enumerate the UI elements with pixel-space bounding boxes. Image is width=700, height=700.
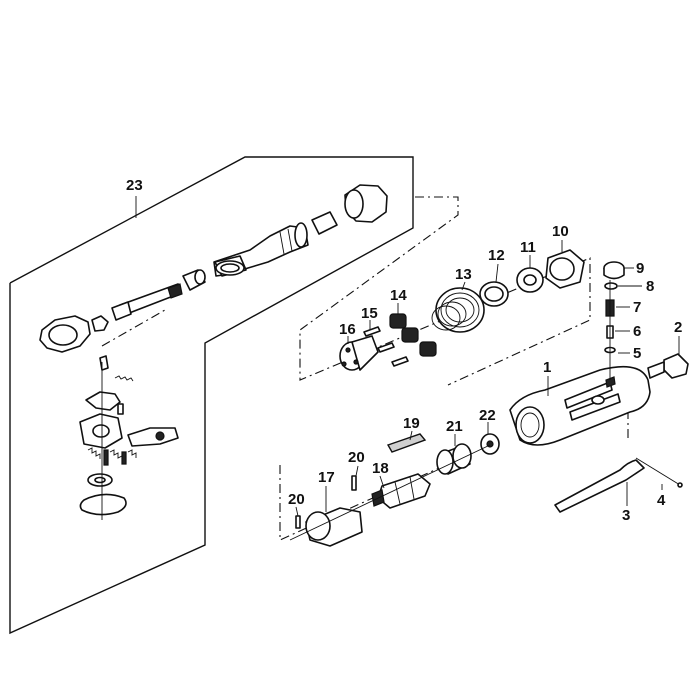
callout-20-lower: 20 [288,491,305,508]
callout-17: 17 [318,469,335,486]
part-1-motor-housing [509,365,651,446]
callout-19: 19 [403,415,420,432]
callout-20-upper: 20 [348,449,365,466]
callout-22: 22 [479,407,496,424]
callout-14: 14 [390,287,407,304]
part-8-o-ring [604,282,618,290]
part-20-pin-lower [295,515,301,529]
part-3-throttle-lever [554,459,645,513]
part-2-air-inlet [663,353,689,379]
part-15-pin [363,326,381,337]
callout-18: 18 [372,460,389,477]
callout-5: 5 [633,345,641,362]
callout-10: 10 [552,223,569,240]
callout-labels: 23 1 2 3 4 5 6 7 8 9 10 11 12 13 14 15 1… [126,177,682,524]
small-nut [91,315,109,332]
callout-21: 21 [446,418,463,435]
pawl-clip [85,391,121,411]
part-4-lever-pin [635,457,681,486]
callout-15: 15 [361,305,378,322]
callout-7: 7 [633,299,641,316]
part-20-pin-upper [351,475,357,491]
part-18-rotor [377,473,431,509]
gear-train-parts [339,249,585,371]
part-19-rotor-blade [386,433,427,453]
part-23-assembly [39,184,388,520]
callout-13: 13 [455,266,472,283]
motor-parts [289,433,500,547]
part-13-ring-gear [435,287,485,333]
retaining-clip [79,493,127,516]
spring-pair [87,447,101,459]
callout-1: 1 [543,359,551,376]
callout-11: 11 [520,239,536,256]
callout-23: 23 [126,177,143,194]
spring-small [114,375,134,382]
callout-16: 16 [339,321,356,338]
callout-12: 12 [488,247,505,264]
callout-9: 9 [636,260,644,277]
assembly-23-boundary [9,156,414,635]
callout-2: 2 [674,319,682,336]
reverse-lever [127,427,179,447]
callout-3: 3 [622,507,630,524]
leader-lines [135,196,680,517]
detent-pin [99,355,109,371]
callout-6: 6 [633,323,641,340]
part-14-planet-gear [389,313,407,329]
callout-8: 8 [646,278,654,295]
main-housing-parts [509,261,689,513]
sleeve [311,211,338,235]
callout-4: 4 [657,492,666,509]
